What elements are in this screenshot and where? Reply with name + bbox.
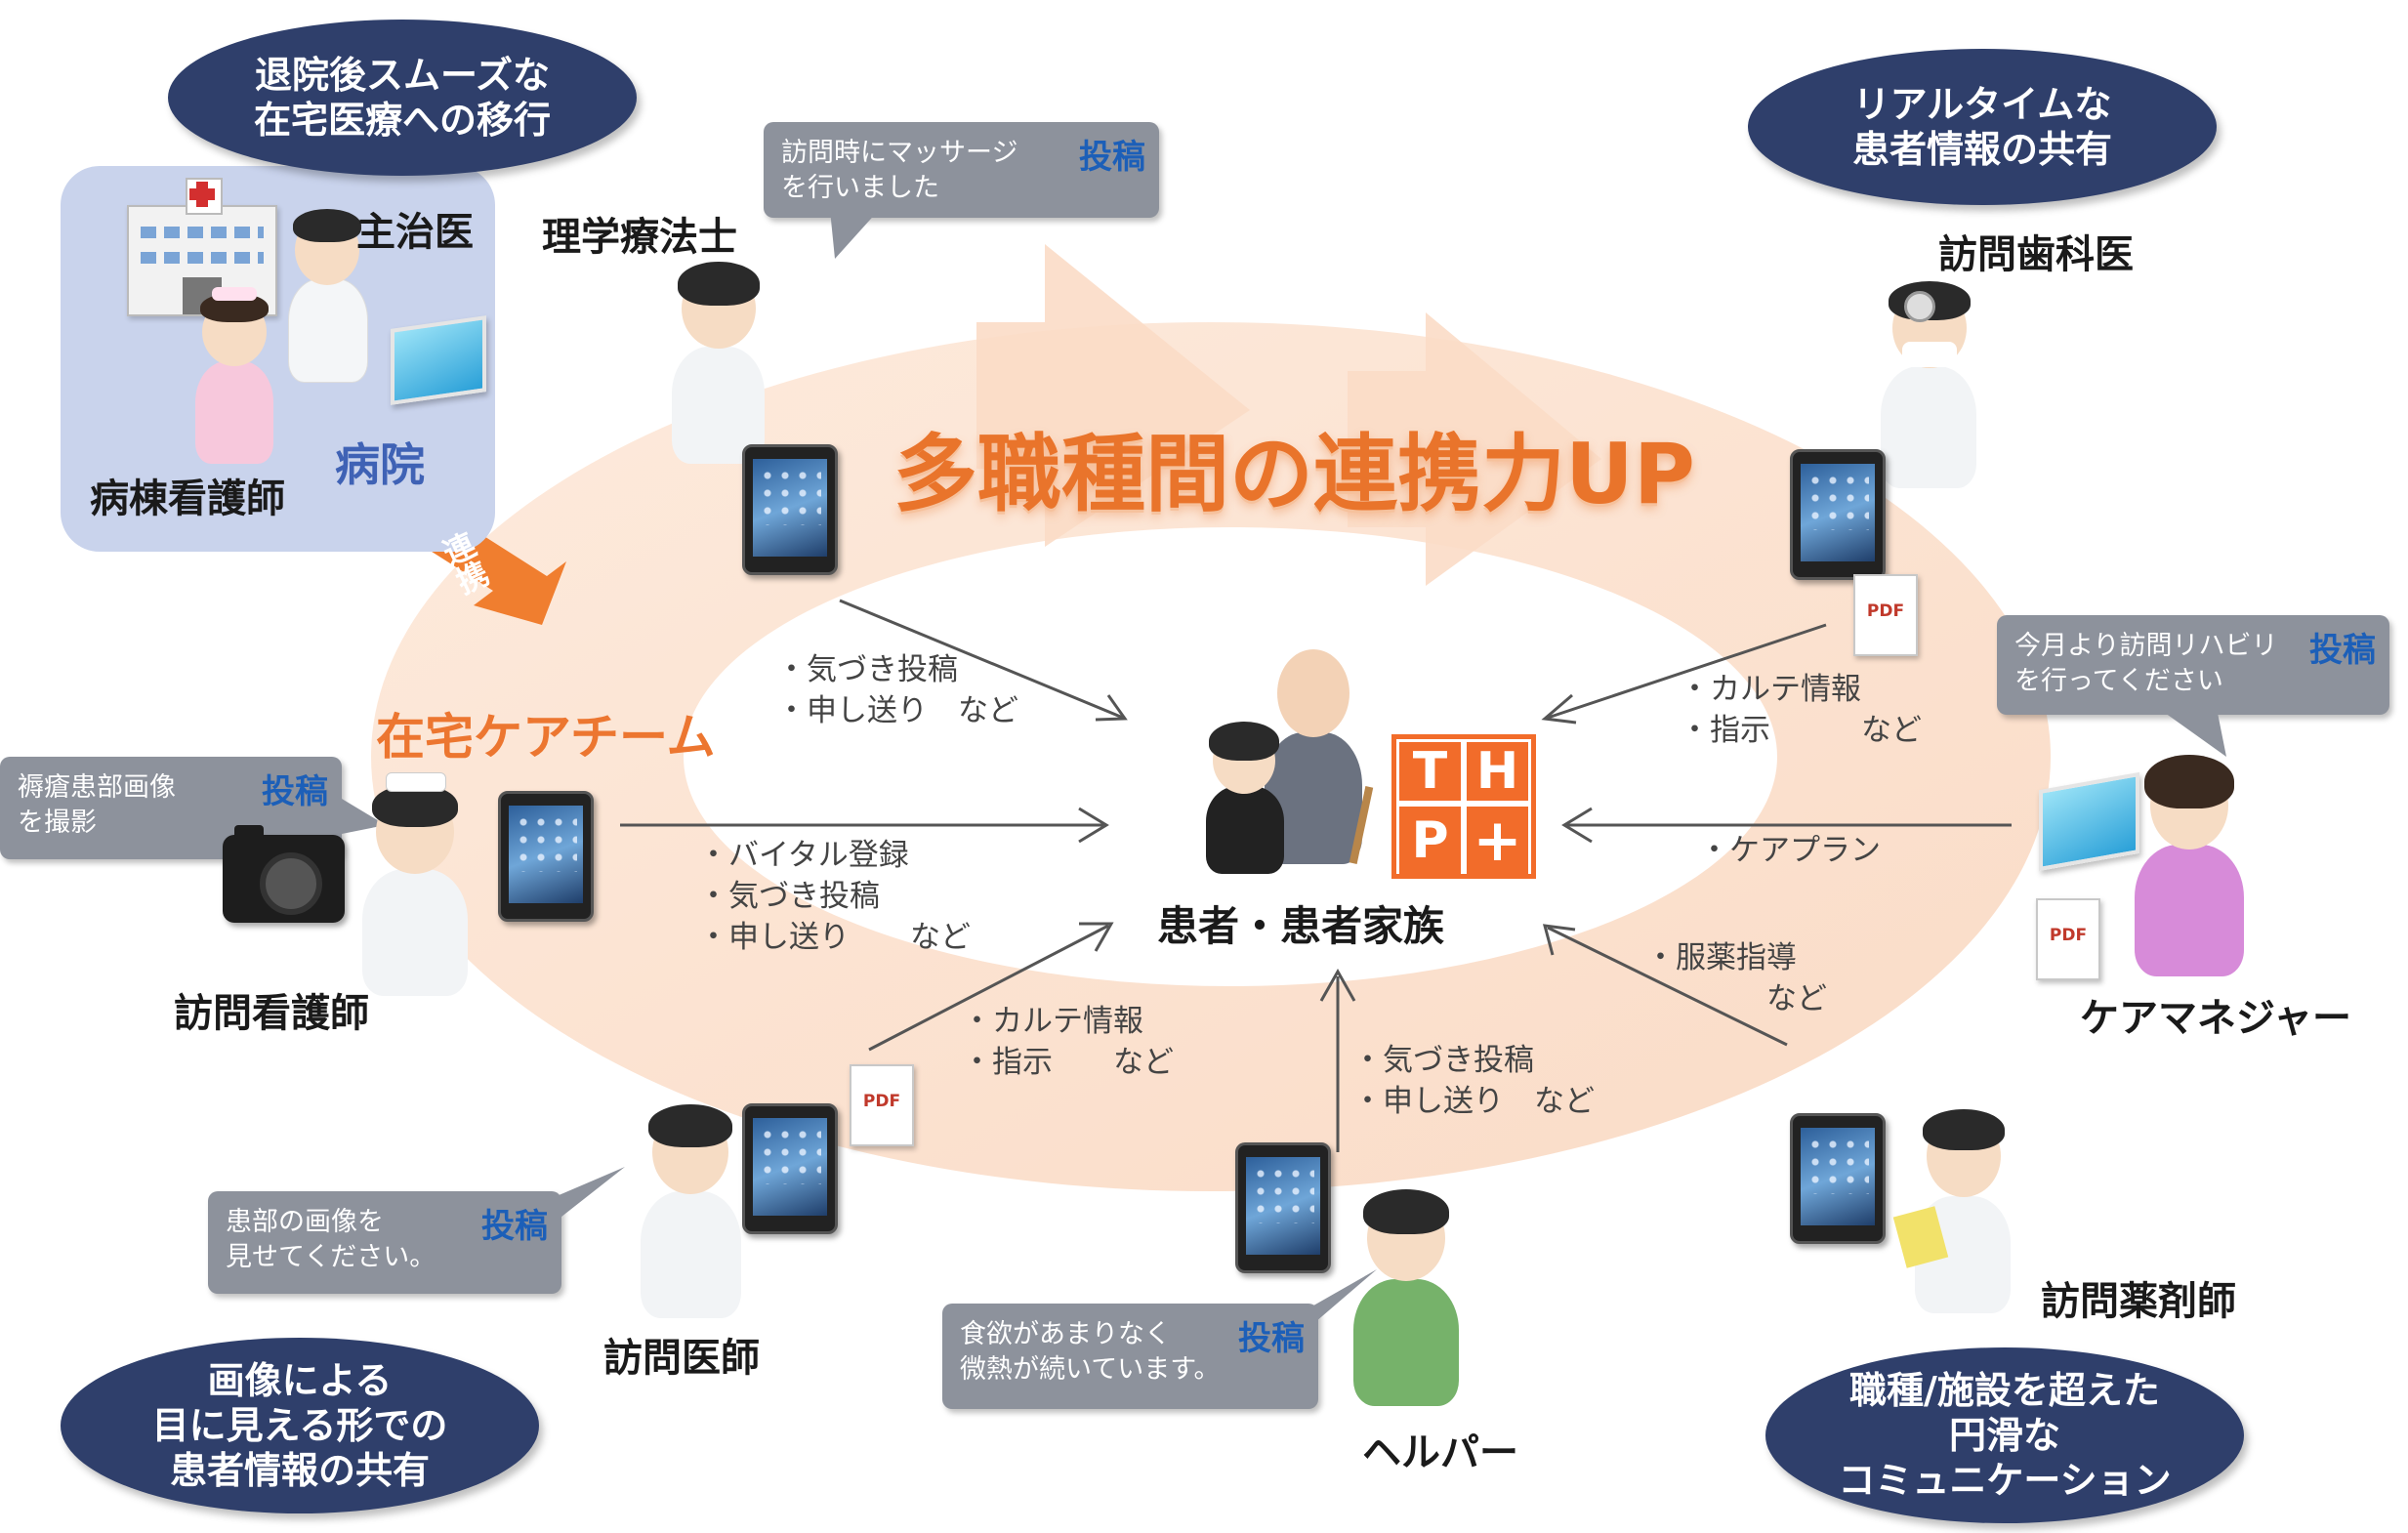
physio-label: 理学療法士 bbox=[542, 215, 737, 260]
bubble-tail-home-doctor bbox=[557, 1167, 625, 1221]
physio-figure bbox=[664, 254, 771, 464]
dentist-figure bbox=[1875, 273, 1982, 488]
oval-top-right: リアルタイムな患者情報の共有 bbox=[1748, 49, 2217, 205]
logo-letter-plus: + bbox=[1467, 807, 1528, 875]
bubble-tail-helper bbox=[1308, 1269, 1377, 1328]
dentist-pdf-icon: PDF bbox=[1853, 574, 1918, 656]
dentist-tablet-icon bbox=[1790, 449, 1886, 580]
pharmacist-label: 訪問薬剤師 bbox=[2041, 1279, 2236, 1324]
dentist-label: 訪問歯科医 bbox=[1938, 232, 2134, 277]
home-care-team-label: 在宅ケアチーム bbox=[376, 709, 716, 766]
hospital-nurse-figure bbox=[190, 283, 278, 464]
flow-dentist: ・カルテ情報・指示 など bbox=[1680, 672, 1922, 748]
flow-home-doctor: ・カルテ情報・指示 など bbox=[962, 1004, 1174, 1080]
post-label-physio: 投稿 bbox=[1079, 138, 1145, 177]
camera-icon bbox=[223, 825, 345, 923]
bubble-tail-care-manager bbox=[2158, 708, 2226, 757]
bubble-tail-home-nurse bbox=[337, 796, 386, 835]
home-nurse-figure bbox=[356, 772, 474, 996]
connector-arrows bbox=[620, 599, 2012, 1152]
oval-bottom-left: 画像による目に見える形での患者情報の共有 bbox=[61, 1338, 539, 1513]
post-label-home-nurse: 投稿 bbox=[262, 772, 328, 811]
logo-letter-t: T bbox=[1399, 742, 1461, 801]
care-manager-label: ケアマネジャー bbox=[2080, 996, 2351, 1041]
bubble-home-doctor: 患部の画像を見せてください。 投稿 bbox=[208, 1191, 561, 1294]
pharmacist-tablet-icon bbox=[1790, 1113, 1886, 1244]
bubble-helper: 食欲があまりなく微熱が続いています。 投稿 bbox=[942, 1304, 1318, 1409]
home-doctor-tablet-icon bbox=[742, 1103, 838, 1234]
hospital-nurse-label: 病棟看護師 bbox=[90, 476, 285, 521]
oval-bottom-right: 職種/施設を超えた円滑なコミュニケーション bbox=[1765, 1347, 2244, 1523]
flow-care-manager: ・ケアプラン bbox=[1699, 833, 1881, 868]
arrow-dentist bbox=[1547, 623, 1827, 720]
bubble-tail-physio bbox=[830, 210, 879, 259]
patient-family-figure bbox=[1201, 718, 1289, 874]
post-label-home-doctor: 投稿 bbox=[481, 1207, 548, 1246]
bubble-physio: 訪問時にマッサージを行いました 投稿 bbox=[764, 122, 1159, 218]
arrow-physio bbox=[839, 599, 1124, 720]
flow-helper: ・気づき投稿・申し送り など bbox=[1352, 1043, 1595, 1119]
center-label: 患者・患者家族 bbox=[1157, 902, 1445, 950]
home-doctor-figure bbox=[635, 1098, 747, 1318]
hospital-label: 病院 bbox=[335, 438, 425, 491]
home-doctor-pdf-icon: PDF bbox=[850, 1064, 914, 1146]
ring-arrow-2 bbox=[1348, 312, 1601, 586]
hospital-monitor-icon bbox=[391, 315, 486, 405]
ring-arrow-1 bbox=[976, 244, 1250, 547]
home-doctor-label: 訪問医師 bbox=[603, 1336, 760, 1381]
hospital-doctor-label: 主治医 bbox=[356, 210, 474, 255]
post-label-helper: 投稿 bbox=[1238, 1319, 1305, 1358]
arrow-home-doctor bbox=[868, 924, 1109, 1052]
diagram-title: 多職種間の連携力UP bbox=[893, 426, 1695, 523]
logo-letter-p: P bbox=[1399, 807, 1461, 875]
post-label-care-manager: 投稿 bbox=[2309, 631, 2376, 670]
care-manager-pdf-icon: PDF bbox=[2036, 898, 2100, 980]
flow-home-nurse: ・バイタル登録・気づき投稿・申し送り など bbox=[698, 838, 971, 955]
home-nurse-label: 訪問看護師 bbox=[174, 991, 369, 1036]
pharmacist-figure bbox=[1892, 1103, 2016, 1313]
arrow-pharmacist bbox=[1547, 926, 1788, 1047]
hospital-doctor-figure bbox=[283, 205, 371, 383]
logo-letter-h: H bbox=[1467, 742, 1528, 801]
bubble-care-manager: 今月より訪問リハビリを行ってください 投稿 bbox=[1997, 615, 2389, 715]
flow-physio: ・気づき投稿・申し送り など bbox=[776, 652, 1018, 728]
thp-logo: T H P + bbox=[1391, 734, 1536, 879]
oval-top-left: 退院後スムーズな在宅医療への移行 bbox=[168, 20, 637, 176]
physio-tablet-icon bbox=[742, 444, 838, 575]
helper-tablet-icon bbox=[1235, 1142, 1331, 1273]
flow-pharmacist: ・服薬指導 など bbox=[1645, 940, 1827, 1016]
helper-figure bbox=[1348, 1181, 1465, 1406]
helper-label: ヘルパー bbox=[1362, 1430, 1518, 1475]
home-nurse-tablet-icon bbox=[498, 791, 594, 922]
care-manager-figure bbox=[2129, 747, 2251, 976]
